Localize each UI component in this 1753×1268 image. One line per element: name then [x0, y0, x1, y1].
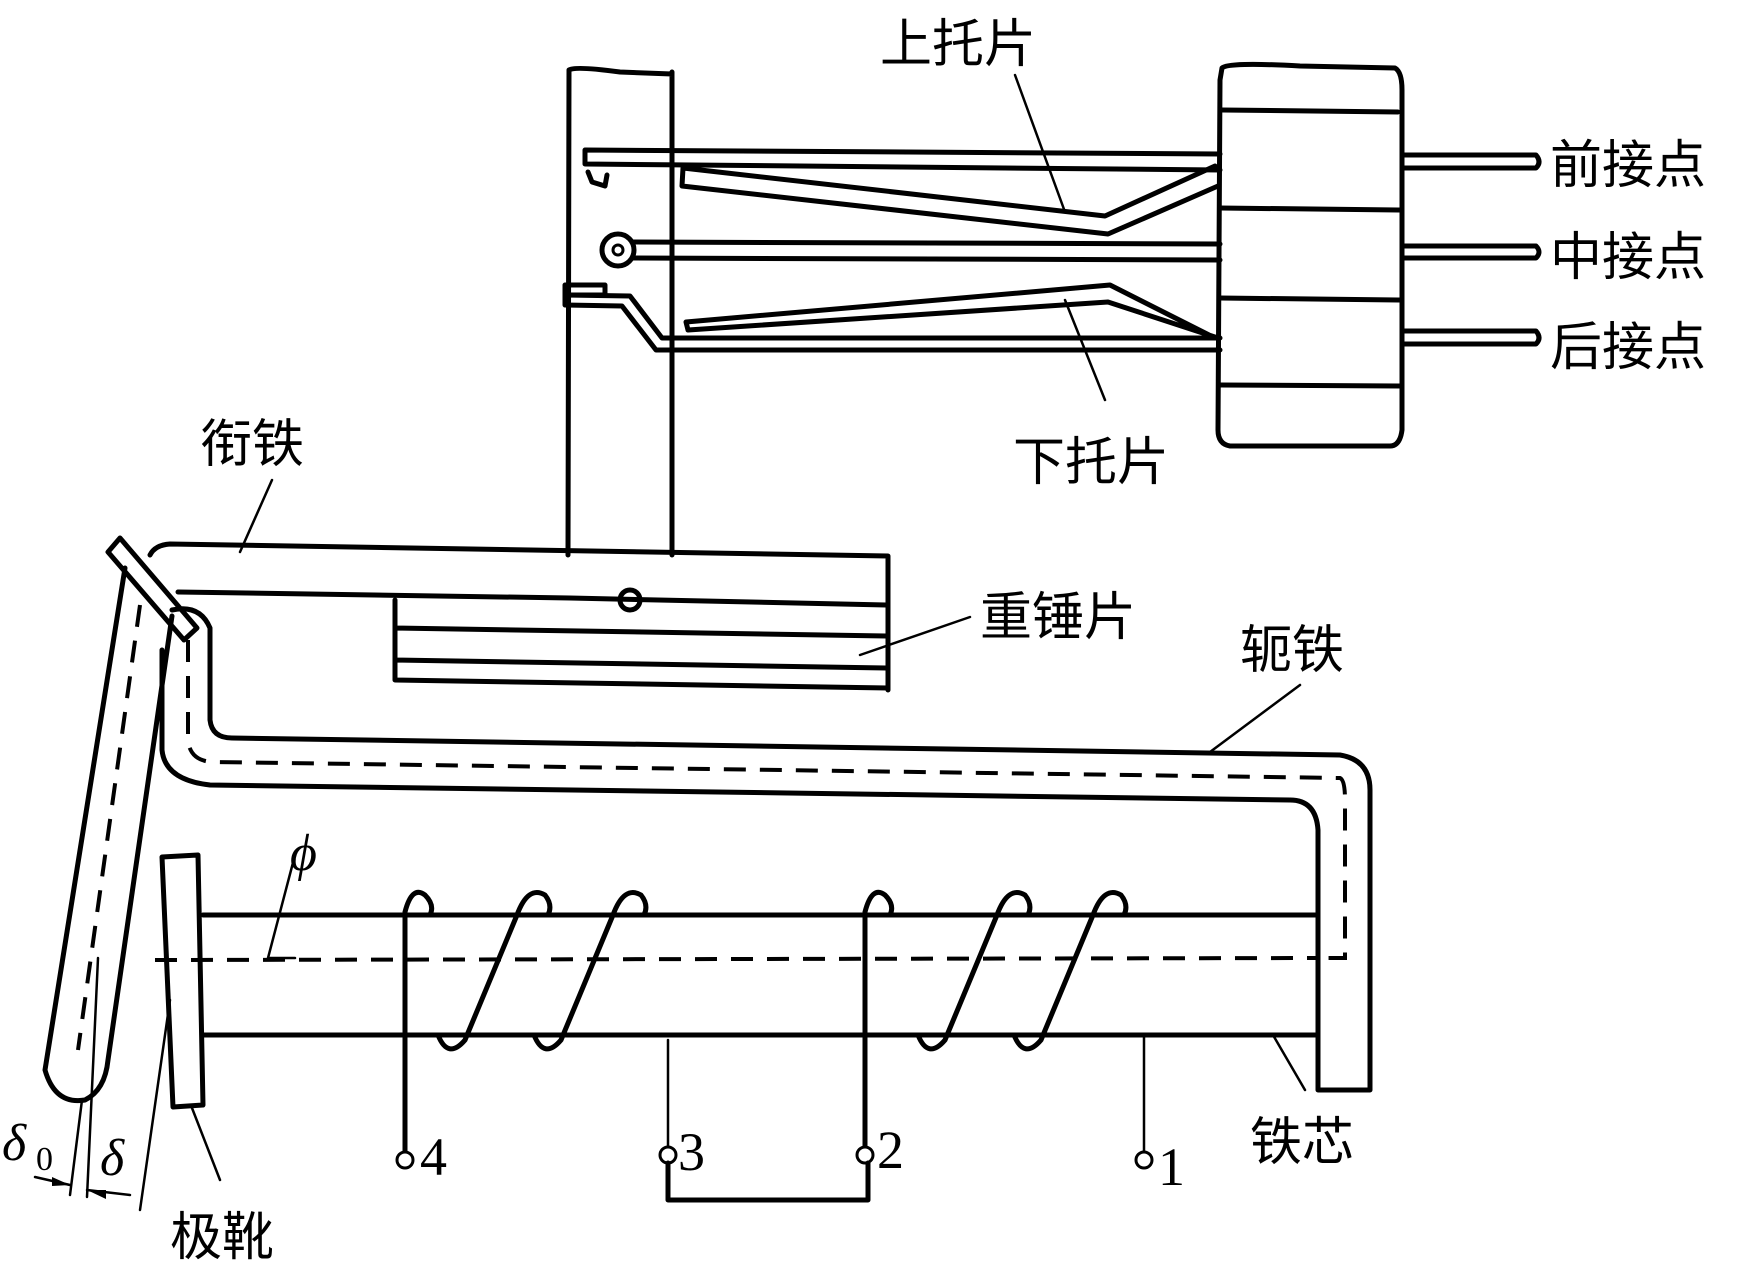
contact-support-post: [565, 65, 675, 558]
terminal-2-label: 2: [877, 1120, 904, 1180]
terminal-4: 4: [395, 1127, 447, 1187]
terminal-2: 2: [855, 1120, 904, 1180]
gap-symbol: δ: [100, 1130, 125, 1187]
terminal-1-label: 1: [1158, 1137, 1185, 1197]
yoke-label: 轭铁: [1240, 621, 1344, 681]
pole-shoe-label: 极靴: [170, 1208, 274, 1268]
middle-contact-label: 中接点: [1550, 228, 1706, 288]
coil-windings: [402, 889, 1146, 1167]
terminal-3-label: 3: [678, 1122, 705, 1182]
flux-symbol: ϕ: [290, 825, 317, 882]
weight-plate-label: 重锤片: [980, 588, 1136, 648]
lower-bracket-spring: [683, 282, 1221, 341]
armature-label: 衔铁: [200, 415, 304, 475]
upper-bracket-spring: [679, 163, 1221, 237]
yoke: [159, 606, 1373, 1093]
weight-plates: [392, 597, 891, 691]
back-contact-spring: [562, 282, 1223, 353]
front-contact-label: 前接点: [1550, 136, 1706, 196]
jumper-3-2: [665, 1160, 871, 1203]
back-contact-label: 后接点: [1550, 318, 1706, 378]
gap-dimension: [33, 956, 172, 1212]
armature-pivot: [105, 535, 200, 643]
core: [154, 912, 1321, 1038]
gap-initial-subscript: 0: [36, 1141, 53, 1178]
core-label: 铁芯: [1250, 1113, 1354, 1173]
gap-initial-symbol: δ: [2, 1115, 27, 1172]
front-contact-spring: [582, 147, 1223, 189]
upper-bracket-label: 上托片: [880, 15, 1036, 75]
middle-contact-spring: [599, 231, 1223, 269]
lower-bracket-label: 下托片: [1013, 433, 1169, 493]
armature-arm: [42, 565, 175, 1104]
leader-lines: [190, 73, 1307, 1182]
contact-pins: [1399, 152, 1542, 347]
terminal-4-label: 4: [420, 1127, 447, 1187]
terminal-1: 1: [1134, 1137, 1185, 1197]
contact-block: [1215, 61, 1405, 449]
pole-shoe: [159, 852, 206, 1110]
armature: [147, 541, 891, 693]
